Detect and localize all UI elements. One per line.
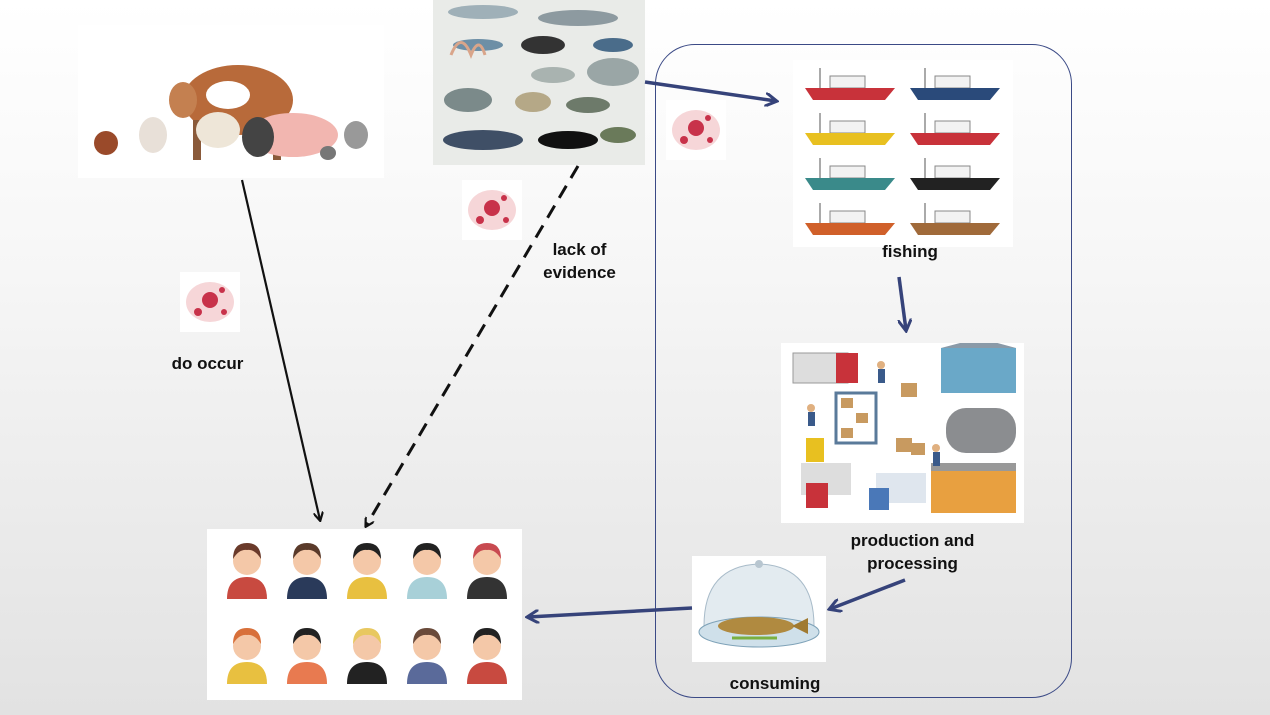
boat (805, 158, 895, 190)
boat (910, 203, 1000, 235)
marine-animals-image (433, 0, 645, 165)
boat (805, 203, 895, 235)
boat (910, 113, 1000, 145)
virus-icon (462, 180, 522, 240)
person-avatar (225, 622, 269, 684)
person-avatar (345, 622, 389, 684)
label-do-occur: do occur (171, 354, 244, 373)
fish-dish-image (692, 556, 826, 662)
fishing-boats-drawing (805, 68, 1000, 235)
person-avatar (405, 622, 449, 684)
virus-icon (180, 272, 240, 332)
boat (910, 68, 1000, 100)
virus-icon (666, 100, 726, 160)
fishing-boats-image (793, 60, 1013, 247)
boat (805, 68, 895, 100)
fish-dish-drawing (698, 560, 820, 648)
person-avatar (405, 537, 449, 599)
label-lack-of-evidence: lack of evidence (543, 240, 616, 282)
warehouse-logistics-image (781, 343, 1024, 523)
marine-animals-drawing (443, 5, 639, 150)
farm-animals-image (78, 25, 384, 178)
person-avatar (285, 537, 329, 599)
label-fishing: fishing (882, 242, 938, 261)
label-consuming: consuming (729, 674, 821, 693)
boat (805, 113, 895, 145)
arrow-production-to-consuming (830, 578, 906, 609)
boat (910, 158, 1000, 190)
arrow-fishing-to-production (897, 276, 906, 330)
warehouse-logistics-drawing (792, 343, 1016, 513)
arrow-marine-to-people-dashed (366, 165, 580, 526)
arrow-animals-to-people (240, 179, 320, 520)
arrow-marine-to-fishing (644, 80, 776, 101)
people-faces-image (207, 529, 522, 700)
person-avatar (285, 622, 329, 684)
person-avatar (465, 622, 509, 684)
arrow-consuming-to-people (528, 606, 693, 617)
person-avatar (465, 537, 509, 599)
fish-supply-chain-group (655, 44, 1072, 698)
person-avatar (345, 537, 389, 599)
farm-animals-drawing (94, 65, 368, 160)
label-production-processing: production and processing (850, 531, 975, 573)
person-avatar (225, 537, 269, 599)
